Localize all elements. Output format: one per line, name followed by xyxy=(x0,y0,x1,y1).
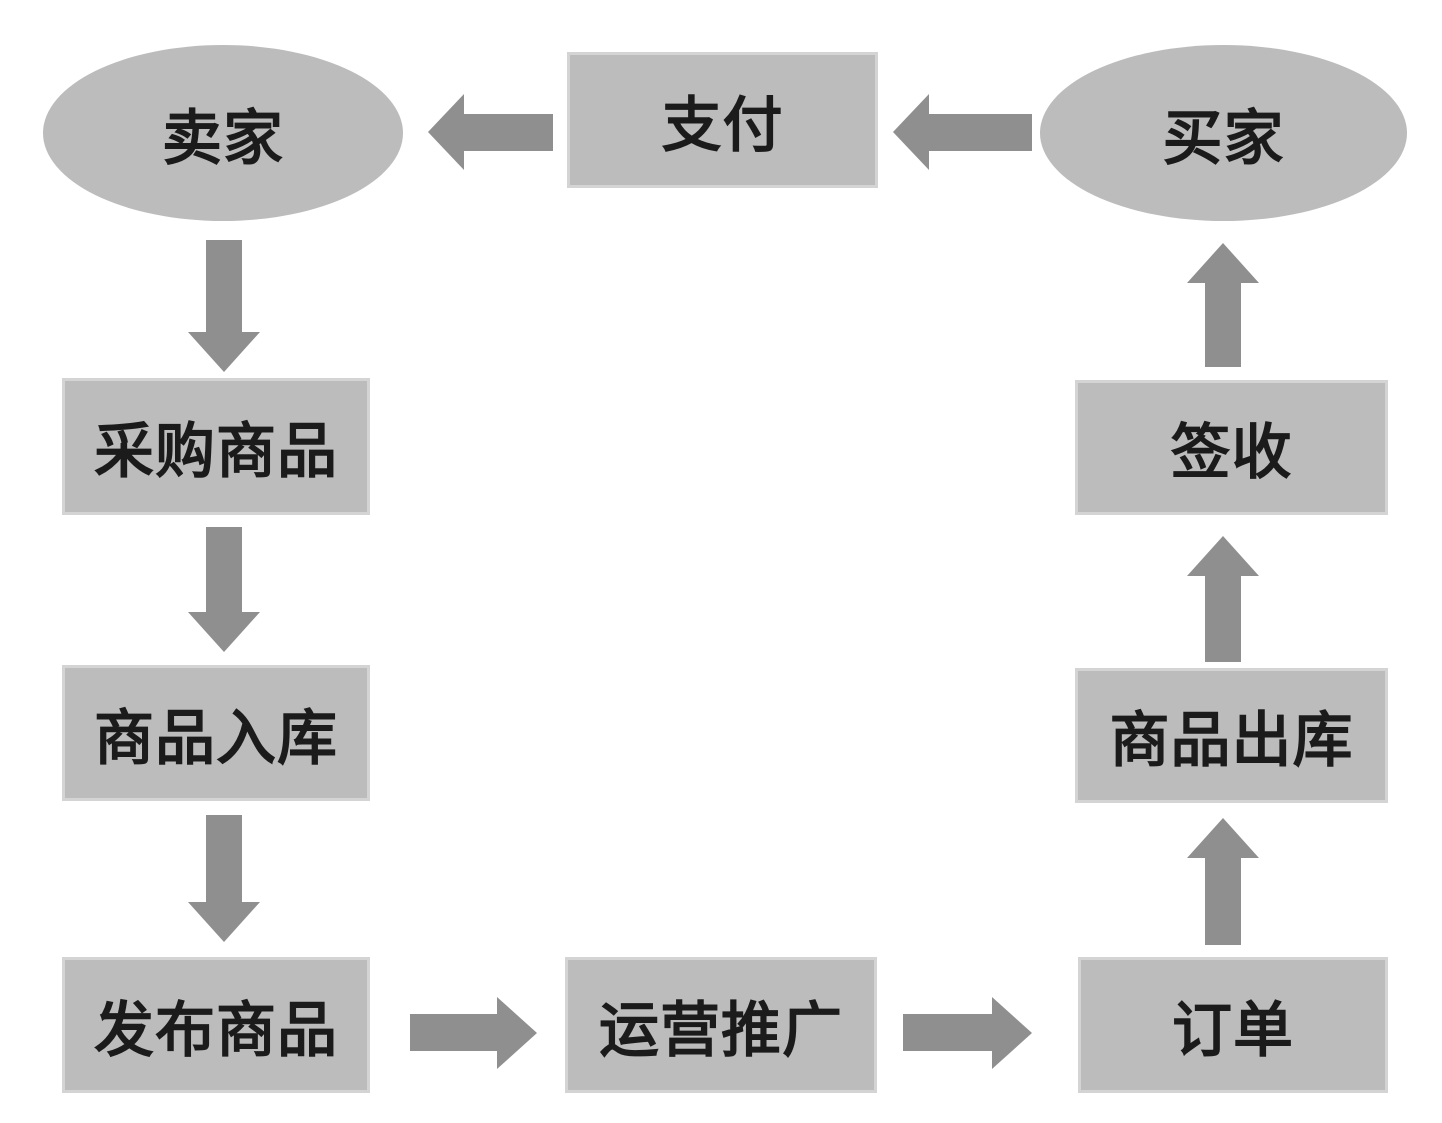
arrow-head xyxy=(497,997,540,1069)
arrow-outbound-to-sign-icon xyxy=(1187,533,1259,662)
arrow-shaft xyxy=(206,527,242,615)
node-goods-inbound: 商品入库 xyxy=(62,665,370,801)
arrow-shaft xyxy=(903,1014,995,1051)
node-payment: 支付 xyxy=(567,52,878,188)
node-label-goods-outbound: 商品出库 xyxy=(1109,708,1354,774)
node-label-goods-inbound: 商品入库 xyxy=(94,705,338,772)
node-publish-goods: 发布商品 xyxy=(62,957,370,1093)
arrow-promote-to-order-icon xyxy=(903,997,1035,1069)
node-label-sign-receipt: 签收 xyxy=(1170,420,1293,486)
node-purchase-goods: 采购商品 xyxy=(62,378,370,515)
arrow-payment-to-seller-icon xyxy=(425,94,553,170)
arrow-shaft xyxy=(1205,280,1241,367)
arrow-head xyxy=(992,997,1035,1069)
arrow-head xyxy=(188,902,260,945)
node-label-publish-goods: 发布商品 xyxy=(94,997,338,1064)
node-label-order: 订单 xyxy=(1172,997,1294,1064)
arrow-shaft xyxy=(1205,573,1241,662)
arrow-buyer-to-payment-icon xyxy=(890,94,1032,170)
arrow-shaft xyxy=(206,815,242,905)
node-label-operations-promotion: 运营推广 xyxy=(599,997,843,1064)
arrow-head xyxy=(1187,815,1259,858)
arrow-head xyxy=(188,332,260,375)
node-label-purchase-goods: 采购商品 xyxy=(94,419,338,485)
arrow-sign-to-buyer-icon xyxy=(1187,240,1259,367)
arrow-order-to-outbound-icon xyxy=(1187,815,1259,945)
arrow-head xyxy=(425,94,464,170)
arrow-head xyxy=(1187,240,1259,283)
arrow-seller-to-purchase-icon xyxy=(188,240,260,375)
node-operations-promotion: 运营推广 xyxy=(565,957,877,1093)
arrow-shaft xyxy=(926,114,1032,151)
node-order: 订单 xyxy=(1078,957,1388,1093)
node-goods-outbound: 商品出库 xyxy=(1075,668,1388,803)
arrow-inbound-to-publish-icon xyxy=(188,815,260,945)
arrow-head xyxy=(890,94,929,170)
arrow-head xyxy=(1187,533,1259,576)
node-label-payment: 支付 xyxy=(661,92,784,159)
node-label-seller: 卖家 xyxy=(162,105,284,172)
arrow-shaft xyxy=(410,1014,500,1051)
node-label-buyer: 买家 xyxy=(1162,105,1285,172)
node-buyer: 买家 xyxy=(1040,45,1407,221)
node-sign-receipt: 签收 xyxy=(1075,380,1388,515)
node-seller: 卖家 xyxy=(43,45,403,221)
arrow-publish-to-promote-icon xyxy=(410,997,540,1069)
arrow-shaft xyxy=(1205,855,1241,945)
arrow-head xyxy=(188,612,260,655)
arrow-purchase-to-inbound-icon xyxy=(188,527,260,655)
arrow-shaft xyxy=(461,114,553,151)
arrow-shaft xyxy=(206,240,242,335)
